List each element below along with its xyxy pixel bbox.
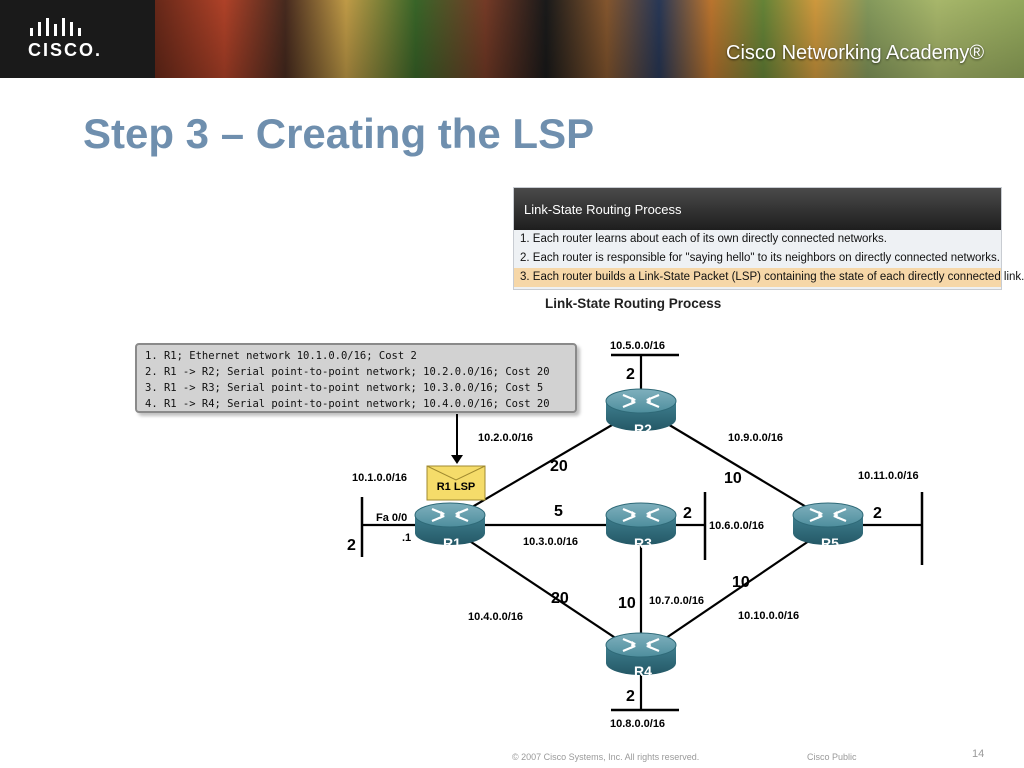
slide-title: Step 3 – Creating the LSP bbox=[83, 110, 595, 157]
link-r1-r4 bbox=[449, 527, 642, 656]
lsp-line-4: 4. R1 -> R4; Serial point-to-point netwo… bbox=[145, 398, 550, 410]
r1-r2-net: 10.2.0.0/16 bbox=[478, 432, 533, 444]
lsp-tag bbox=[426, 465, 486, 501]
link-r1-r2 bbox=[449, 407, 642, 521]
footer-copyright: © 2007 Cisco Systems, Inc. All rights re… bbox=[512, 752, 700, 762]
router-r1-label: R1 bbox=[443, 535, 461, 551]
header-banner: CISCO. Cisco Networking Academy® bbox=[0, 0, 1024, 78]
r1-r2-cost: 20 bbox=[550, 458, 568, 475]
diagram-title: Link-State Routing Process bbox=[545, 296, 722, 311]
router-r5-label: R5 bbox=[821, 535, 839, 551]
cisco-logo-icon bbox=[30, 18, 81, 36]
router-r4-label: R4 bbox=[634, 663, 652, 679]
lsp-contents-box: 1. R1; Ethernet network 10.1.0.0/16; Cos… bbox=[135, 343, 577, 413]
r2-lan-cost: 2 bbox=[626, 366, 635, 383]
r4-r5-net: 10.10.0.0/16 bbox=[738, 610, 799, 622]
lsp-line-2: 2. R1 -> R2; Serial point-to-point netwo… bbox=[145, 366, 550, 378]
process-step-1: 1. Each router learns about each of its … bbox=[520, 233, 887, 245]
r2-r5-cost: 10 bbox=[724, 470, 742, 487]
r2-lan-net: 10.5.0.0/16 bbox=[610, 340, 665, 352]
r1-r3-net: 10.3.0.0/16 bbox=[523, 536, 578, 548]
process-panel: Link-State Routing Process 1. Each route… bbox=[513, 187, 1024, 290]
r2-r5-net: 10.9.0.0/16 bbox=[728, 432, 783, 444]
banner-photo-strip bbox=[155, 0, 1024, 78]
r1-r4-net: 10.4.0.0/16 bbox=[468, 611, 523, 623]
r3-r4-cost: 10 bbox=[618, 595, 636, 612]
network-links bbox=[362, 355, 922, 710]
r3-lan-net: 10.6.0.0/16 bbox=[709, 520, 764, 532]
r4-lan-net: 10.8.0.0/16 bbox=[610, 718, 665, 730]
r1-interface: Fa 0/0 bbox=[376, 512, 407, 524]
cisco-wordmark: CISCO. bbox=[28, 40, 103, 60]
process-step-2: 2. Each router is responsible for "sayin… bbox=[520, 252, 1000, 264]
router-r2-label: R2 bbox=[634, 421, 652, 437]
lsp-line-3: 3. R1 -> R3; Serial point-to-point netwo… bbox=[145, 382, 544, 394]
lsp-tag-flap bbox=[426, 465, 486, 481]
r3-r4-net: 10.7.0.0/16 bbox=[649, 595, 704, 607]
r5-lan-net: 10.11.0.0/16 bbox=[858, 470, 919, 482]
process-panel-header: Link-State Routing Process bbox=[514, 188, 1001, 230]
lsp-tag-label: R1 LSP bbox=[437, 481, 476, 493]
router-r3-label: R3 bbox=[634, 535, 652, 551]
r4-r5-cost: 10 bbox=[732, 574, 750, 591]
r4-lan-cost: 2 bbox=[626, 688, 635, 705]
link-r4-r5 bbox=[640, 527, 829, 656]
r1-ip: .1 bbox=[402, 532, 411, 544]
lsp-line-1: 1. R1; Ethernet network 10.1.0.0/16; Cos… bbox=[145, 350, 417, 362]
link-r2-r5 bbox=[640, 407, 829, 521]
r3-lan-cost: 2 bbox=[683, 505, 692, 522]
process-step-3: 3. Each router builds a Link-State Packe… bbox=[514, 268, 1024, 287]
r1-r3-cost: 5 bbox=[554, 503, 563, 520]
r1-lan-cost: 2 bbox=[347, 537, 356, 554]
page-number: 14 bbox=[972, 748, 985, 760]
academy-title: Cisco Networking Academy® bbox=[726, 42, 985, 64]
r1-lan-net: 10.1.0.0/16 bbox=[352, 472, 407, 484]
r1-r4-cost: 20 bbox=[551, 590, 569, 607]
lsp-arrowhead bbox=[451, 455, 463, 464]
footer-classification: Cisco Public bbox=[807, 752, 857, 762]
r5-lan-cost: 2 bbox=[873, 505, 882, 522]
